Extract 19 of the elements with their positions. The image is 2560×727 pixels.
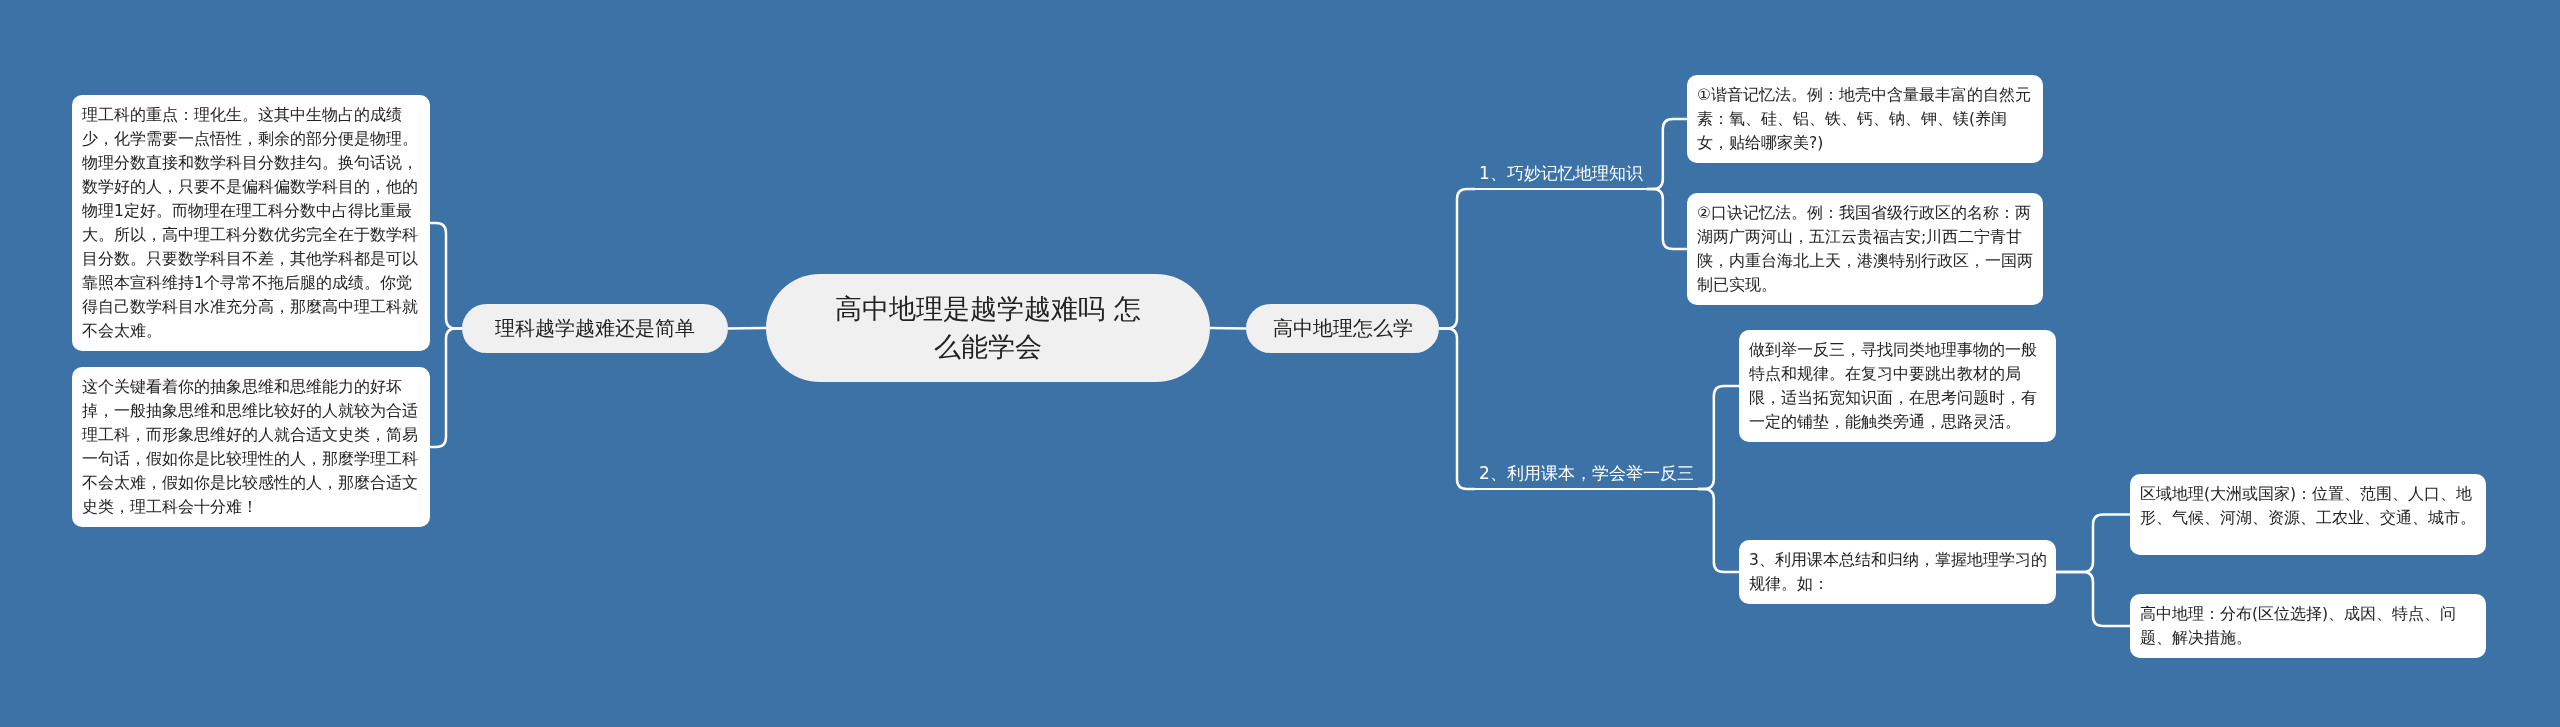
subtopic-label: 1、巧妙记忆地理知识 xyxy=(1475,160,1647,190)
topic-pill: 理科越学越难还是简单 xyxy=(462,304,728,353)
connector-line xyxy=(1210,326,1246,330)
connector-line xyxy=(728,326,766,330)
note-card: 做到举一反三，寻找同类地理事物的一般特点和规律。在复习中要跳出教材的局限，适当拓宽知识面，在思考问题时，有一定的铺垫，能触类旁通，思路灵活。 xyxy=(1739,330,2056,442)
topic-pill: 高中地理怎么学 xyxy=(1246,304,1439,353)
note-card: ②口诀记忆法。例：我国省级行政区的名称：两湖两广两河山，五江云贵福吉安;川西二宁青甘陕，内重台海北上天，港澳特别行政区，一国两制已实现。 xyxy=(1687,193,2043,305)
note-card: 区域地理(大洲或国家)：位置、范围、人口、地形、气候、河湖、资源、工农业、交通、城市。 xyxy=(2130,474,2486,555)
note-card: ①谐音记忆法。例：地壳中含量最丰富的自然元素：氧、硅、铝、铁、钙、钠、钾、镁(养闺女，贴给哪家美?) xyxy=(1687,75,2043,163)
subtopic-label: 2、利用课本，学会举一反三 xyxy=(1475,460,1698,490)
connector-line xyxy=(1439,327,1475,491)
connector-line xyxy=(1697,487,1739,574)
central-topic: 高中地理是越学越难吗 怎么能学会 xyxy=(766,274,1210,382)
note-card: 理工科的重点：理化生。这其中生物占的成绩少，化学需要一点悟性，剩余的部分便是物理。物理分数直接和数学科目分数挂勾。换句话说，数学好的人，只要不是偏科偏数学科目的，他的物理1定好。而物理在理工科分数中占得比重最大。所以，高中理工科分数优劣完全在于数学科目分数。只要数学科目不差，其他学科都是可以靠照本宣科维持1个寻常不拖后腿的成绩。你觉得自己数学科目水准充分高，那麼高中理工科就不会太难。 xyxy=(72,95,430,351)
connector-line xyxy=(2056,570,2130,628)
note-card: 这个关键看着你的抽象思维和思维能力的好坏掉，一般抽象思维和思维比较好的人就较为合适理工科，而形象思维好的人就合适文史类，简易一句话，假如你是比较理性的人，那麼学理工科不会太难，假如你是比较感性的人，那麼合适文史类，理工科会十分难！ xyxy=(72,367,430,527)
note-card: 高中地理：分布(区位选择)、成因、特点、问题、解决措施。 xyxy=(2130,594,2486,658)
connector-line xyxy=(430,327,462,449)
note-card: 3、利用课本总结和归纳，掌握地理学习的规律。如： xyxy=(1739,540,2056,604)
